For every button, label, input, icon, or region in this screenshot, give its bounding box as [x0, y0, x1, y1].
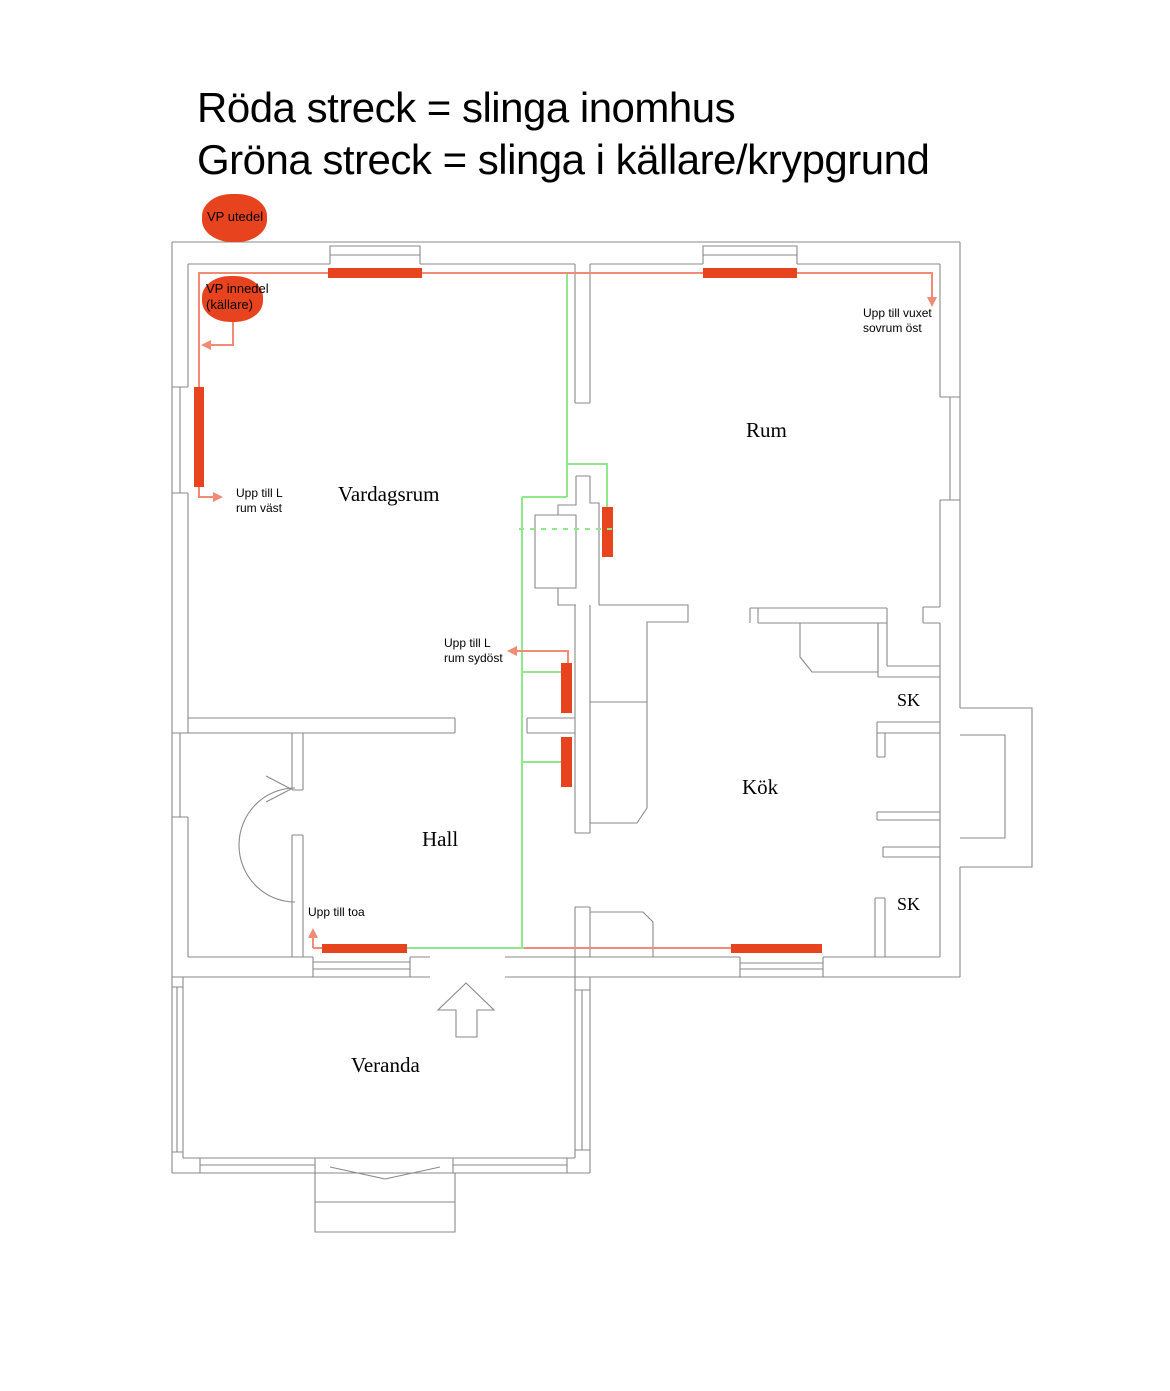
radiator-bars	[194, 268, 822, 953]
room-label-room: Rum	[746, 418, 787, 442]
room-label-closet-upper: SK	[897, 690, 921, 710]
legend-line-green: Gröna streck = slinga i källare/krypgrun…	[197, 136, 930, 183]
legend-line-red: Röda streck = slinga inomhus	[197, 84, 736, 131]
stair-arc	[238, 775, 296, 903]
veranda-entrance-arrow	[436, 982, 496, 1038]
veranda-walls	[171, 957, 591, 1233]
basement-loop-lines	[407, 273, 608, 949]
room-label-veranda: Veranda	[351, 1053, 420, 1077]
heat-pump-outdoor-label: VP utedel	[207, 209, 264, 224]
room-label-living: Vardagsrum	[338, 482, 440, 506]
indoor-loop-lines	[198, 272, 937, 949]
outer-walls	[171, 241, 961, 978]
heat-pump-indoor-blob	[202, 276, 263, 322]
windows	[172, 245, 960, 977]
heat-pump-outdoor-blob	[202, 194, 267, 242]
interior-walls	[188, 264, 1033, 957]
annotation-toilet: Upp till toa	[308, 905, 365, 919]
room-label-closet-lower: SK	[897, 894, 921, 914]
heat-pump-indoor-label: VP innedel(källare)	[206, 281, 269, 312]
room-label-hall: Hall	[422, 827, 459, 851]
room-label-kitchen: Kök	[742, 775, 779, 799]
